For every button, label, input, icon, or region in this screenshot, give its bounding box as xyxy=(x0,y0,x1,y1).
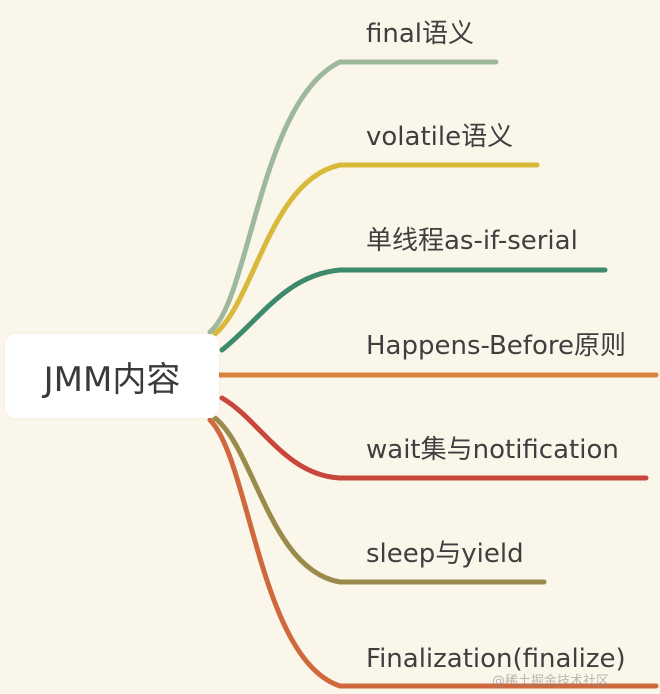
branch-line-final xyxy=(207,59,499,335)
branch-line-sleep-yield xyxy=(212,415,547,585)
root-node-label: JMM内容 xyxy=(43,359,181,400)
root-node[interactable]: JMM内容 xyxy=(5,334,219,418)
branch-happens-before[interactable]: Happens-Before原则 xyxy=(366,331,626,361)
branch-volatile[interactable]: volatile语义 xyxy=(366,122,514,152)
watermark: @稀土掘金技术社区 xyxy=(492,674,610,689)
branch-line-finalization xyxy=(207,417,659,689)
branch-sleep-yield[interactable]: sleep与yield xyxy=(366,539,524,569)
branch-line-wait-notification xyxy=(219,395,649,481)
branch-finalization[interactable]: Finalization(finalize) xyxy=(366,644,626,674)
branch-final[interactable]: final语义 xyxy=(366,19,475,49)
branch-as-if-serial[interactable]: 单线程as-if-serial xyxy=(366,226,578,256)
branch-line-volatile xyxy=(212,162,540,337)
branch-line-as-if-serial xyxy=(219,267,608,353)
branch-wait-notification[interactable]: wait集与notification xyxy=(366,435,619,465)
